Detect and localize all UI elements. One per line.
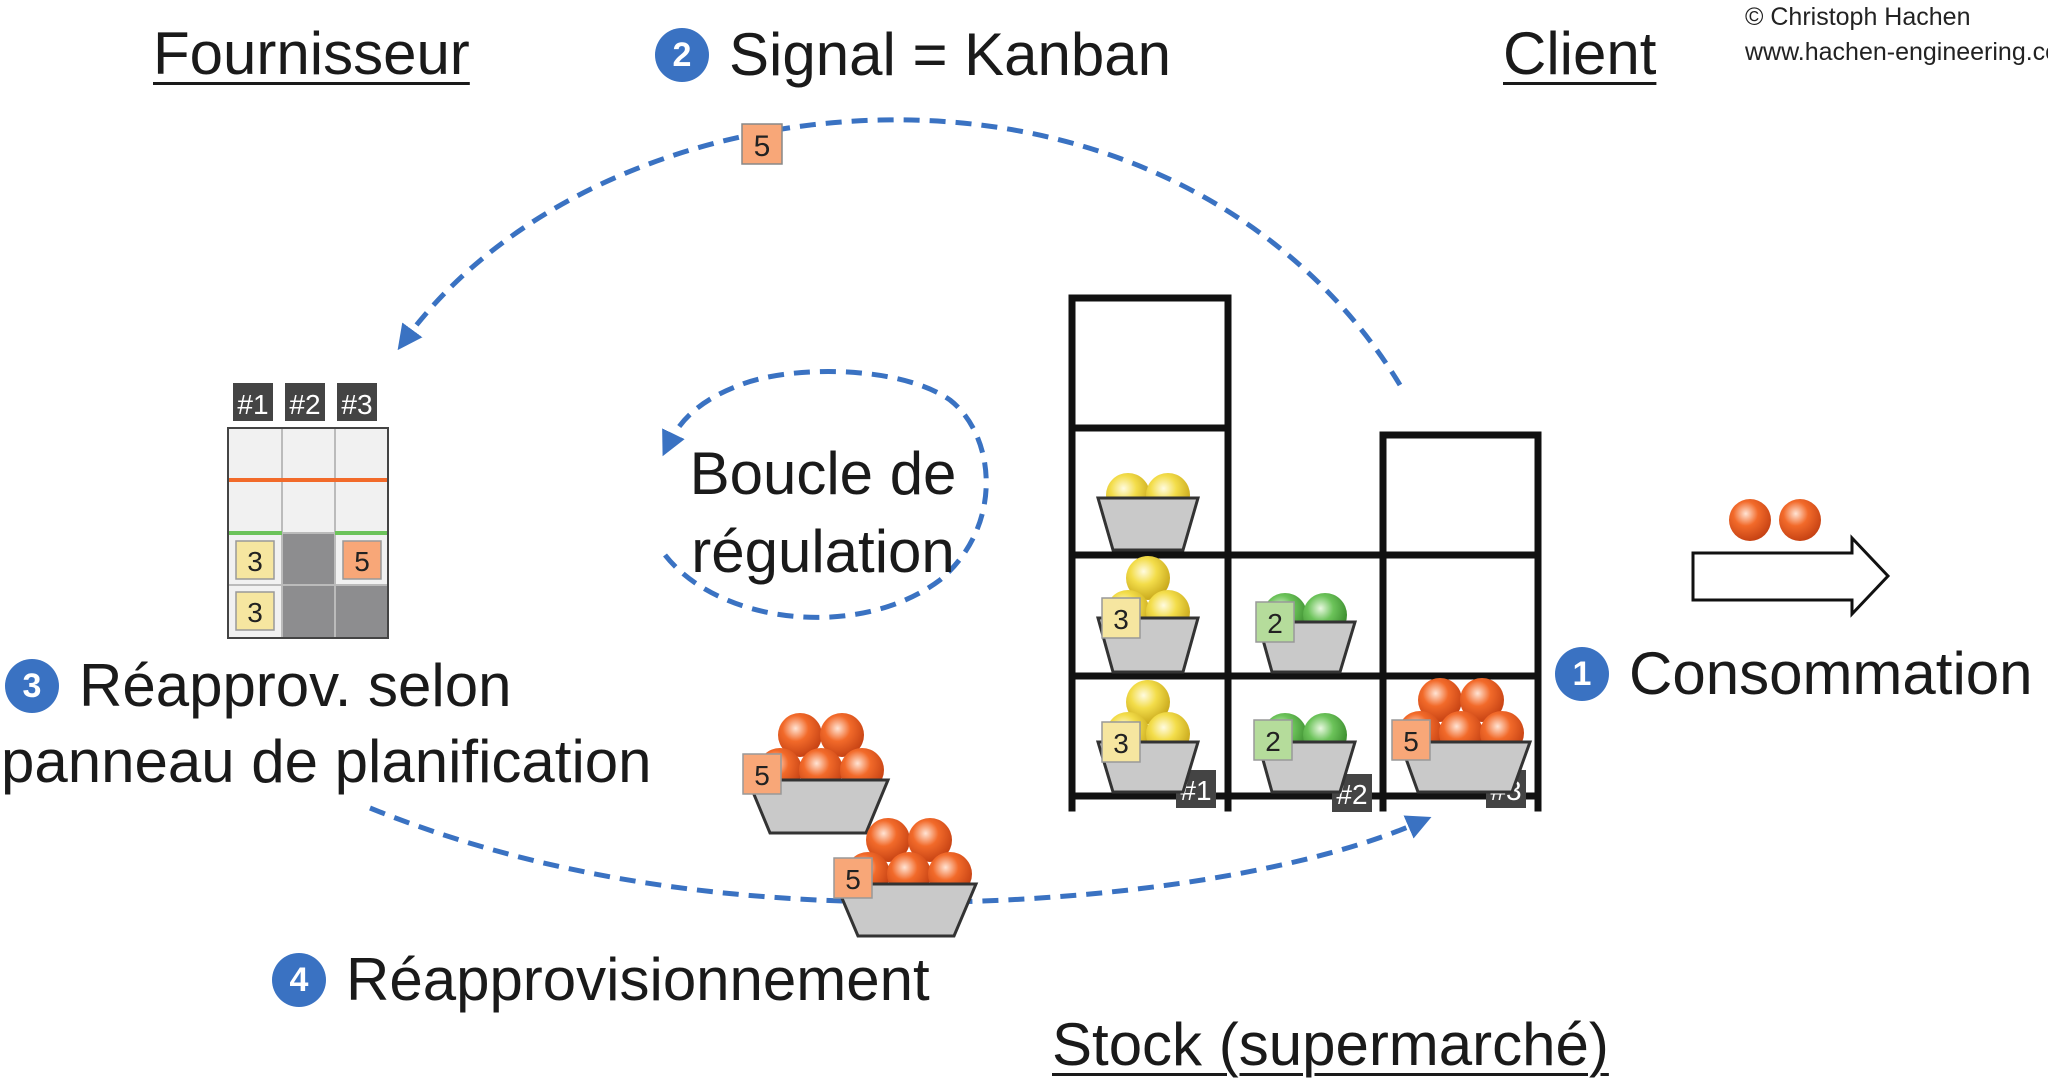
basket-card: 5 bbox=[1403, 726, 1419, 757]
basket-green-mid: 2 bbox=[1255, 593, 1358, 674]
client-heading: Client bbox=[1503, 20, 1657, 87]
step-4: 4 Réapprovisionnement bbox=[272, 950, 930, 1010]
board-tag-2: #2 bbox=[289, 389, 320, 420]
step-number-badge: 1 bbox=[1555, 647, 1609, 701]
basket-card: 2 bbox=[1267, 608, 1283, 639]
basket-card: 3 bbox=[1113, 728, 1129, 759]
basket-card: 2 bbox=[1265, 726, 1281, 757]
step-label-line2: panneau de planification bbox=[1, 728, 652, 795]
basket-card: 3 bbox=[1113, 604, 1129, 635]
consumption-arrow bbox=[1691, 499, 1891, 618]
regulation-loop-arrow bbox=[662, 369, 989, 620]
step-number-badge: 2 bbox=[655, 28, 709, 82]
transport-card-1: 5 bbox=[754, 760, 770, 791]
basket-yellow-top bbox=[1096, 473, 1200, 552]
basket-yellow-bottom: 3 bbox=[1095, 680, 1201, 794]
svg-text:3: 3 bbox=[247, 597, 263, 628]
svg-text:5: 5 bbox=[754, 130, 771, 163]
transport-basket-1: 5 bbox=[742, 713, 891, 835]
loop-line2: régulation bbox=[691, 518, 955, 585]
basket-green-bottom: 2 bbox=[1253, 713, 1358, 794]
kanban-signal-arrow bbox=[397, 117, 1403, 387]
step-label: Réapprovisionnement bbox=[346, 946, 930, 1013]
board-column-tags: #1 #2 #3 bbox=[233, 383, 377, 421]
step-number-badge: 3 bbox=[5, 659, 59, 713]
copyright-line2: www.hachen-engineering.com bbox=[1745, 38, 2048, 66]
board-tag-3: #3 bbox=[341, 389, 372, 420]
transport-basket-2: 5 bbox=[833, 818, 979, 938]
step-label-line1: Réapprov. selon bbox=[79, 652, 512, 719]
basket-yellow-mid: 3 bbox=[1096, 556, 1200, 674]
step-2: 2 Signal = Kanban bbox=[655, 25, 1171, 85]
svg-text:3: 3 bbox=[247, 546, 263, 577]
planning-board: #1 #2 #3 3 5 3 bbox=[227, 383, 389, 639]
step-number-badge: 4 bbox=[272, 953, 326, 1007]
step-1: 1 Consommation bbox=[1555, 644, 2033, 704]
regulation-loop-label: Boucle de régulation bbox=[678, 435, 968, 591]
basket-orange-bottom: 5 bbox=[1391, 678, 1533, 794]
supplier-heading: Fournisseur bbox=[153, 20, 470, 87]
loop-line1: Boucle de bbox=[689, 440, 957, 507]
transport-card-2: 5 bbox=[845, 864, 861, 895]
step-label: Consommation bbox=[1629, 640, 2033, 707]
board-tag-1: #1 bbox=[237, 389, 268, 420]
stock-heading: Stock (supermarché) bbox=[1052, 1011, 1609, 1078]
shelf-tag-1: #1 bbox=[1176, 770, 1216, 808]
board-card-2: 5 bbox=[342, 540, 382, 580]
step-3: 3 Réapprov. selon panneau de planificati… bbox=[1, 652, 652, 792]
step-label: Signal = Kanban bbox=[729, 21, 1172, 88]
supermarket-shelf bbox=[1068, 294, 1542, 812]
signal-kanban-card: 5 bbox=[741, 123, 783, 165]
copyright-line1: © Christoph Hachen bbox=[1745, 3, 1971, 31]
board-card-1: 3 bbox=[235, 540, 275, 580]
board-card-3: 3 bbox=[235, 591, 275, 631]
svg-text:5: 5 bbox=[354, 546, 370, 577]
